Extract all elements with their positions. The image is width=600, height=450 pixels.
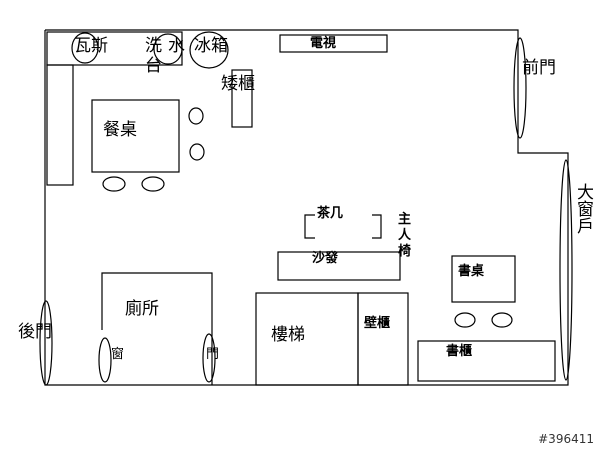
toilet-window-icon bbox=[98, 337, 112, 383]
tea-table bbox=[372, 228, 382, 239]
fridge-icon bbox=[189, 31, 229, 69]
counter-side bbox=[46, 64, 74, 186]
desk-chair bbox=[491, 312, 513, 328]
tea-table bbox=[304, 214, 315, 228]
tv-stand bbox=[279, 34, 388, 53]
low-cabinet-label: 矮櫃 bbox=[221, 74, 255, 94]
tea-table bbox=[372, 214, 382, 228]
stairs-label: 樓梯 bbox=[271, 325, 305, 345]
dining-chair bbox=[102, 176, 126, 192]
outer-wall bbox=[44, 29, 569, 386]
sofa-label: 沙發 bbox=[312, 251, 339, 266]
toilet-door-label: 門 bbox=[206, 347, 220, 362]
toilet-door-icon bbox=[202, 333, 216, 383]
sink-label: 洗 bbox=[145, 36, 162, 56]
big-window-icon bbox=[559, 159, 573, 381]
wall-cabinet bbox=[357, 292, 409, 386]
low-cabinet bbox=[231, 69, 253, 128]
bookcase-label: 書櫃 bbox=[446, 344, 473, 359]
dining-chair bbox=[189, 143, 205, 161]
watermark: #396411 bbox=[538, 432, 594, 446]
dining-table-label: 餐桌 bbox=[103, 120, 137, 140]
desk-label: 書桌 bbox=[458, 264, 485, 279]
dining-chair bbox=[188, 107, 204, 125]
sink-label-2: 台 bbox=[145, 56, 162, 76]
bookcase bbox=[417, 340, 556, 382]
front-door-label: 前門 bbox=[522, 58, 556, 78]
gas-stove-icon bbox=[71, 32, 99, 64]
fridge-label: 冰箱 bbox=[194, 36, 228, 56]
front-door-icon bbox=[513, 37, 527, 139]
toilet-label: 廁所 bbox=[125, 299, 159, 319]
back-door-label: 後門 bbox=[18, 322, 52, 342]
tv-label: 電視 bbox=[310, 36, 337, 51]
desk-chair bbox=[454, 312, 476, 328]
gas-stove-label: 瓦斯 bbox=[74, 36, 108, 56]
back-door-icon bbox=[39, 300, 53, 386]
sofa bbox=[277, 251, 401, 281]
sink-icon bbox=[153, 33, 183, 65]
big-window-label: 大窗戶 bbox=[573, 183, 593, 234]
toilet-window-label: 窗 bbox=[111, 347, 125, 362]
water-label: 水 bbox=[168, 36, 185, 56]
desk bbox=[451, 255, 516, 303]
master-chair-label: 主人椅 bbox=[398, 212, 420, 259]
dining-table bbox=[91, 99, 180, 173]
toilet-wall bbox=[101, 272, 213, 385]
tea-table-label: 茶几 bbox=[317, 206, 344, 221]
wall-cabinet-label: 壁櫃 bbox=[364, 316, 391, 331]
tea-table bbox=[304, 228, 315, 239]
dining-chair bbox=[141, 176, 165, 192]
